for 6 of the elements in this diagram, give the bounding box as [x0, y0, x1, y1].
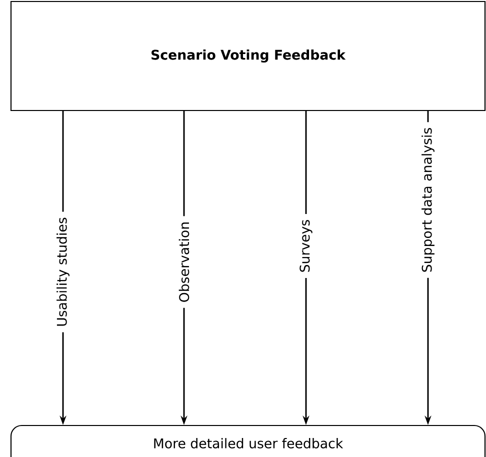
edge-label: Observation: [178, 216, 190, 308]
edge-label: Surveys: [298, 214, 314, 278]
result-box: More detailed user feedback: [10, 425, 486, 457]
edge-label: Usability studies: [55, 212, 71, 332]
edge-label: Support data analysis: [420, 122, 436, 278]
heading-box: Scenario Voting Feedback: [10, 0, 486, 112]
